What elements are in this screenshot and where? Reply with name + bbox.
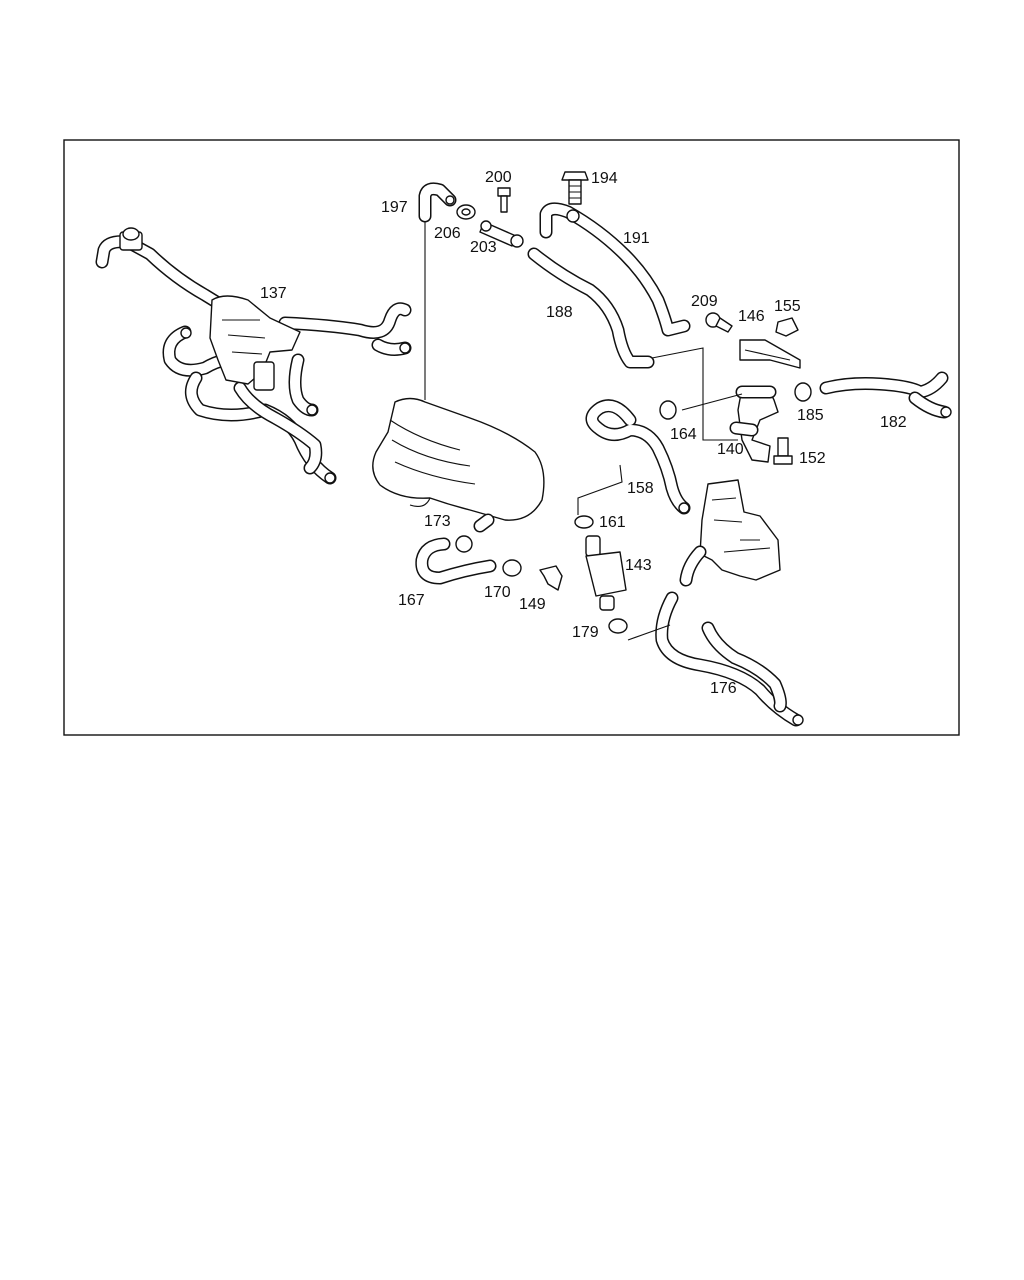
callout-170: 170: [484, 584, 511, 601]
callout-173: 173: [424, 513, 451, 530]
part-200-screw: [497, 187, 511, 213]
auxiliary-valve-unit: [679, 479, 781, 587]
part-152-bolt: [773, 437, 793, 465]
callout-182: 182: [880, 414, 907, 431]
callout-155: 155: [774, 298, 801, 315]
part-194-bolt: [561, 171, 589, 205]
part-188-hose: [527, 247, 655, 369]
part-164-clamp: [659, 400, 677, 420]
callout-176: 176: [710, 680, 737, 697]
callout-197: 197: [381, 199, 408, 216]
part-167-hose: [415, 537, 497, 585]
part-209-screw: [705, 312, 733, 333]
leader-lines: [424, 222, 743, 641]
callout-194: 194: [591, 170, 618, 187]
part-146-bracket: [739, 339, 801, 369]
diagram-frame: [63, 139, 960, 736]
callout-152: 152: [799, 450, 826, 467]
callout-188: 188: [546, 304, 573, 321]
part-158-hose: [585, 399, 691, 515]
part-203-connector: [479, 220, 524, 248]
part-191-hose: [539, 202, 691, 337]
part-197-hose: [418, 182, 457, 223]
callout-161: 161: [599, 514, 626, 531]
callout-137: 137: [260, 285, 287, 302]
callout-191: 191: [623, 230, 650, 247]
part-140-valve: [729, 385, 779, 463]
callout-185: 185: [797, 407, 824, 424]
part-206-clamp: [456, 204, 476, 220]
part-176-hose: [655, 591, 804, 727]
callout-140: 140: [717, 441, 744, 458]
callout-209: 209: [691, 293, 718, 310]
callout-200: 200: [485, 169, 512, 186]
callout-167: 167: [398, 592, 425, 609]
callout-143: 143: [625, 557, 652, 574]
part-155-nut: [775, 317, 799, 337]
part-179-clamp: [608, 618, 628, 634]
callout-149: 149: [519, 596, 546, 613]
callout-164: 164: [670, 426, 697, 443]
part-143-pump: [585, 535, 627, 611]
part-137-hose-assembly: [95, 227, 412, 485]
callout-179: 179: [572, 624, 599, 641]
callout-203: 203: [470, 239, 497, 256]
part-161-clamp: [574, 515, 594, 529]
part-149-bracket: [539, 565, 563, 591]
heater-unit: [372, 397, 545, 533]
callout-206: 206: [434, 225, 461, 242]
callout-labels: 200 194 197 206 203 191 137 188 209 155 …: [260, 169, 907, 697]
callout-158: 158: [627, 480, 654, 497]
part-185-clamp: [794, 382, 812, 402]
part-173-clamp: [455, 535, 473, 553]
callout-146: 146: [738, 308, 765, 325]
part-170-clamp: [502, 559, 522, 577]
part-182-hose: [819, 371, 952, 419]
